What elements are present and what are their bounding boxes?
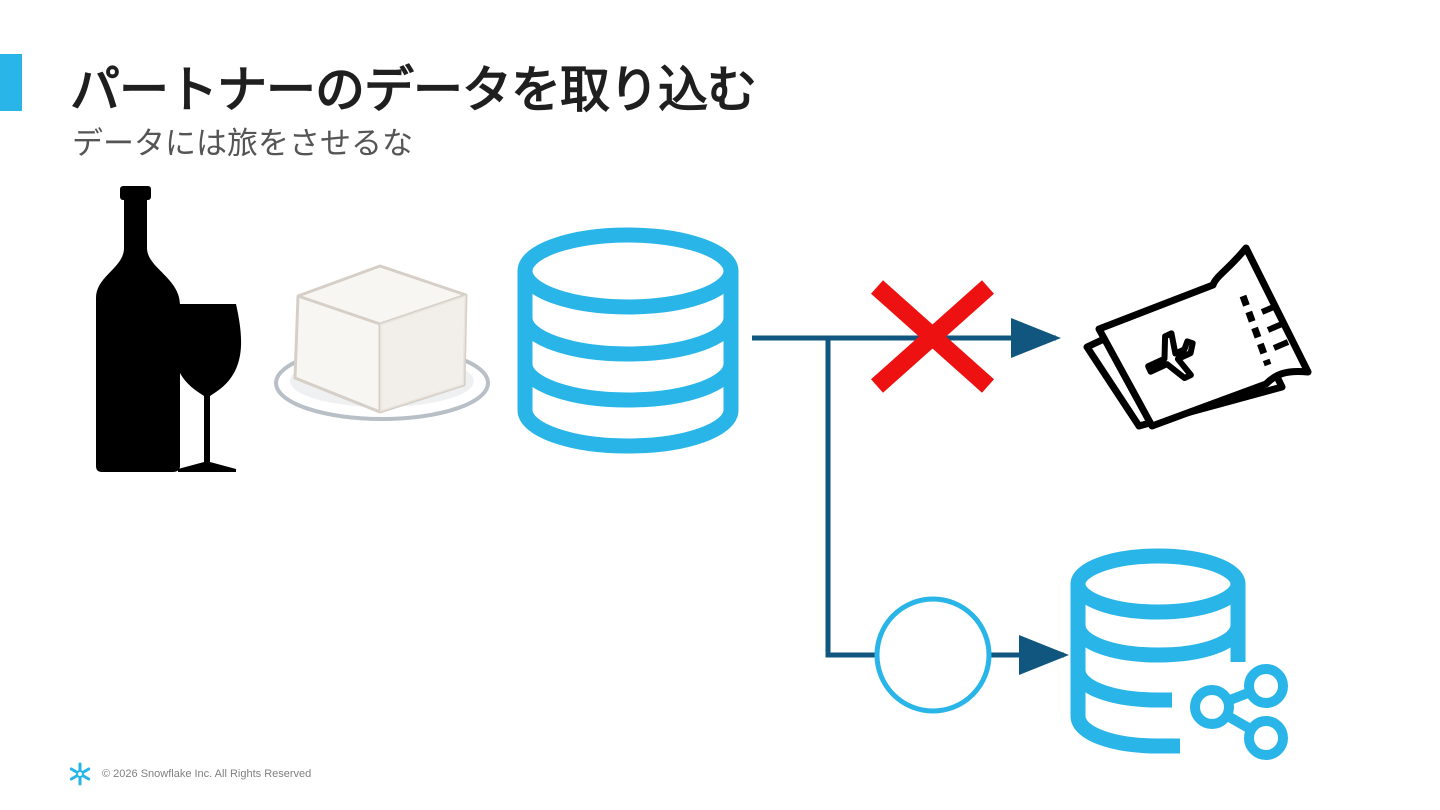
flow-connectors	[752, 318, 1069, 675]
shared-database-icon	[1070, 548, 1288, 760]
red-cross-icon	[871, 280, 994, 393]
page-subtitle: データには旅をさせるな	[72, 126, 413, 162]
page-title: パートナーのデータを取り込む	[70, 61, 757, 119]
snowflake-logo-icon	[69, 762, 91, 786]
wine-bottle-and-glass-icon	[96, 186, 242, 472]
tofu-on-plate-icon	[274, 264, 490, 421]
title-accent-bar	[0, 54, 22, 111]
branch-line	[825, 338, 876, 658]
footer: © 2026 Snowflake Inc. All Rights Reserve…	[68, 762, 311, 786]
copyright-text: © 2026 Snowflake Inc. All Rights Reserve…	[102, 768, 312, 780]
circle-icon	[874, 596, 992, 714]
plane-ticket-icon	[1083, 244, 1312, 430]
database-icon	[517, 227, 739, 454]
